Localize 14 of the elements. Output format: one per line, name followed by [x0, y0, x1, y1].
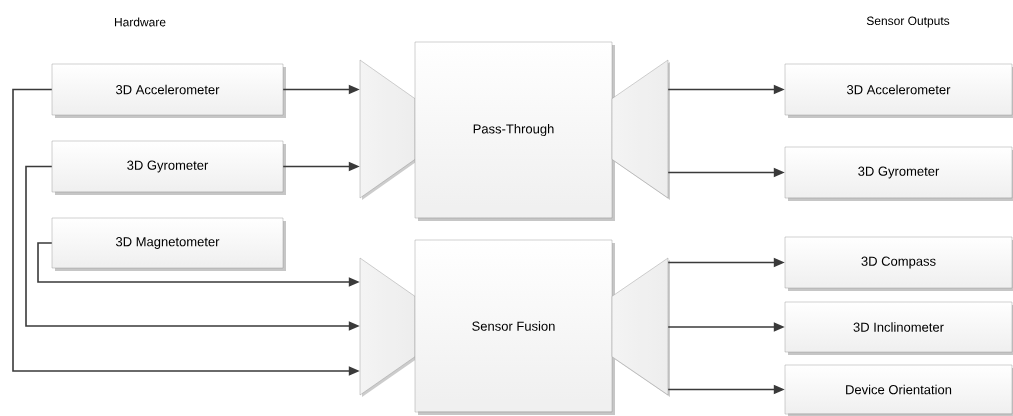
process-box: 3D Inclinometer — [784, 301, 1013, 355]
funnel-shape — [359, 257, 417, 397]
funnel-shape — [359, 59, 417, 200]
column-heading: Sensor Outputs — [866, 16, 950, 28]
column-heading: Hardware — [115, 17, 166, 27]
process-box: 3D Accelerometer — [51, 63, 286, 118]
process-box: 3D Compass — [784, 236, 1013, 291]
process-box: 3D Magnetometer — [51, 217, 286, 271]
process-box: 3D Accelerometer — [784, 63, 1013, 118]
funnel-shape — [611, 59, 670, 200]
process-box: 3D Gyrometer — [784, 146, 1013, 201]
process-box: Device Orientation — [784, 364, 1013, 416]
process-box: 3D Gyrometer — [51, 140, 286, 195]
funnel-shape — [611, 257, 670, 397]
